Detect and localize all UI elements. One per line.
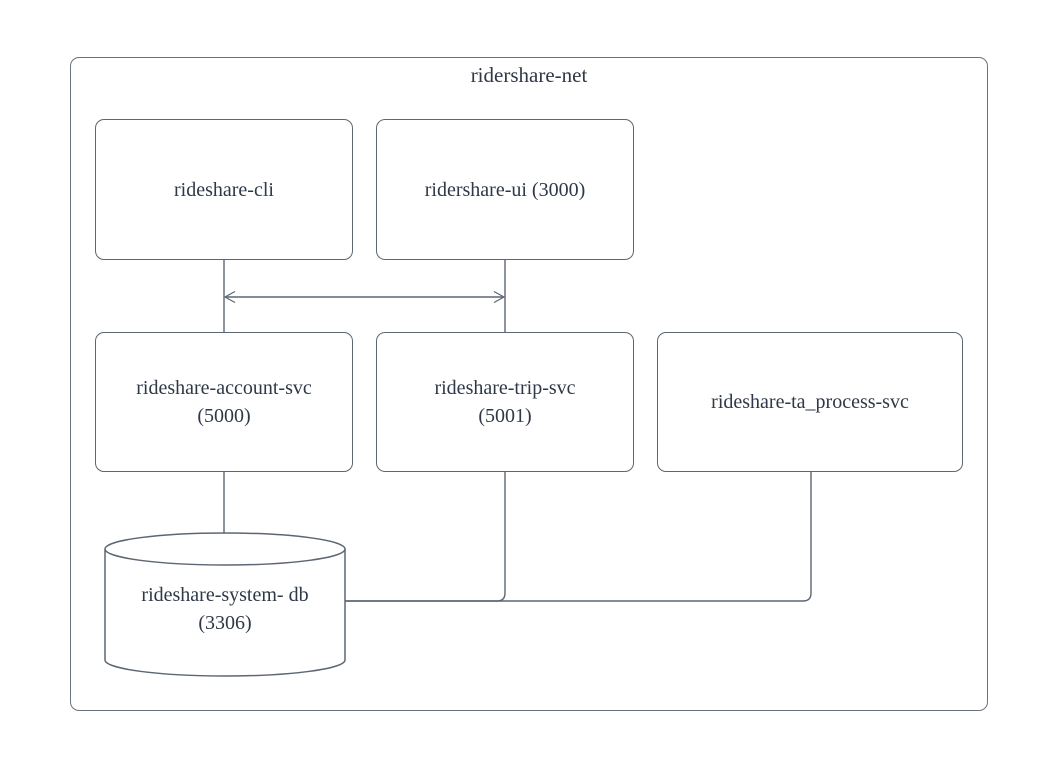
node-label: rideshare-system- db — [141, 584, 309, 606]
node-sublabel: (5001) — [478, 405, 532, 427]
node-label: rideshare-account-svc — [136, 377, 312, 399]
db-cylinder-shape — [104, 532, 346, 677]
node-rideshare-system-db: rideshare-system- db (3306) — [105, 581, 345, 637]
network-container — [70, 57, 988, 711]
node-label: rideshare-trip-svc — [434, 377, 576, 399]
node-sublabel: (5000) — [197, 405, 251, 427]
node-sublabel: (3306) — [198, 612, 252, 634]
node-ridershare-ui: ridershare-ui (3000) — [376, 119, 634, 260]
node-rideshare-cli: rideshare-cli — [95, 119, 353, 260]
node-label: rideshare-cli — [174, 178, 274, 201]
node-rideshare-trip-svc: rideshare-trip-svc (5001) — [376, 332, 634, 472]
arrowhead-left-icon — [223, 290, 236, 304]
node-rideshare-ta-process-svc: rideshare-ta_process-svc — [657, 332, 963, 472]
edge-ta-db — [345, 471, 812, 602]
node-rideshare-account-svc: rideshare-account-svc (5000) — [95, 332, 353, 472]
arrowhead-right-icon — [493, 290, 506, 304]
node-label: rideshare-ta_process-svc — [711, 391, 909, 413]
node-label: ridershare-ui (3000) — [424, 178, 586, 201]
network-title: ridershare-net — [470, 63, 588, 87]
